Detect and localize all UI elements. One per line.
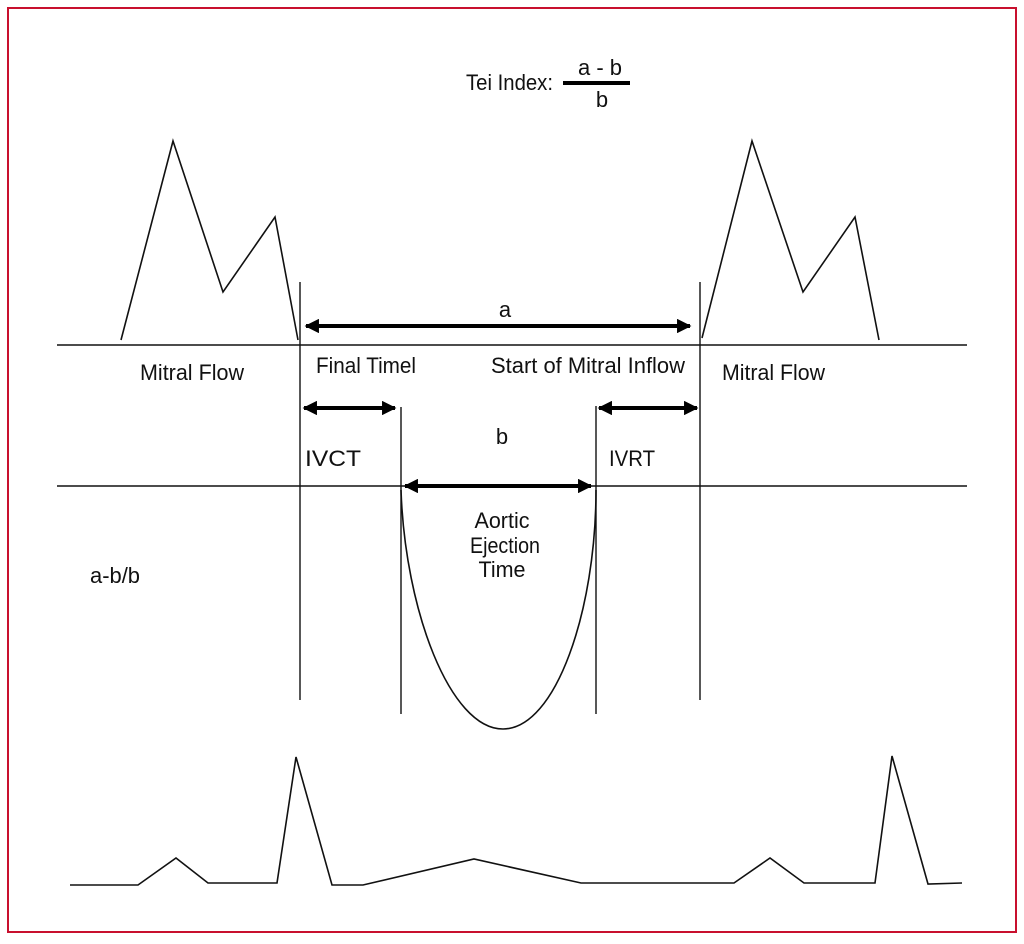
tei-numerator: a - b	[578, 55, 622, 80]
label-mitral-flow-right: Mitral Flow	[722, 360, 825, 385]
label-mitral-flow-left: Mitral Flow	[140, 360, 244, 385]
label-start-mitral-inflow: Start of Mitral Inflow	[491, 353, 685, 378]
mitral-flow-wave-left	[120, 138, 299, 341]
label-final-time: Final Timel	[316, 353, 416, 378]
tei-denominator: b	[596, 87, 608, 112]
label-ivrt: IVRT	[609, 446, 655, 471]
mitral-flow-wave-right	[701, 138, 880, 341]
label-aortic: Aortic	[475, 508, 530, 533]
aortic-ejection-curve	[400, 489, 597, 730]
label-a: a	[499, 297, 512, 322]
ecg-trace	[70, 755, 963, 886]
frame-border	[7, 7, 1017, 933]
label-time: Time	[479, 557, 526, 582]
label-ejection: Ejection	[470, 533, 540, 558]
label-b: b	[496, 424, 508, 449]
label-formula: a-b/b	[90, 563, 140, 588]
label-ivct: IVCT	[305, 446, 361, 471]
tei-index-label: Tei Index:	[466, 70, 553, 95]
